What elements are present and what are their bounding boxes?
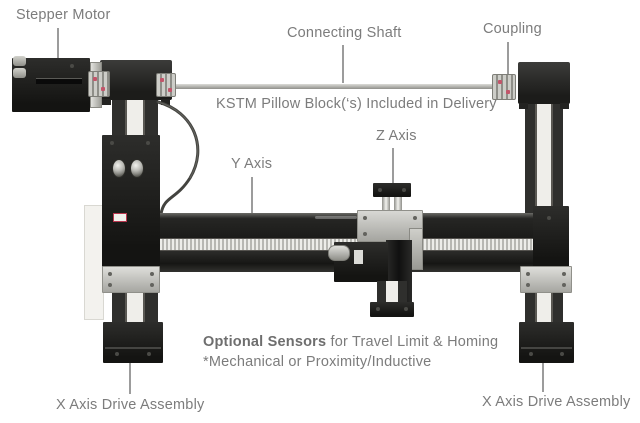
x-axis-drive-left-label: X Axis Drive Assembly — [56, 397, 205, 413]
adapter-plate-right — [520, 266, 572, 293]
coupling-right-shaft — [492, 74, 516, 100]
optional-sensors-line2: *Mechanical or Proximity/Inductive — [203, 354, 432, 370]
optional-sensors-line1: Optional Sensors for Travel Limit & Homi… — [203, 332, 498, 352]
x-drive-assembly-right — [519, 322, 574, 363]
optional-sensors-note: Optional Sensors for Travel Limit & Homi… — [203, 332, 498, 372]
pillow-block-right — [518, 62, 570, 109]
stepper-motor-label: Stepper Motor — [16, 7, 111, 23]
connecting-shaft-label: Connecting Shaft — [287, 25, 402, 41]
leader-coupling — [507, 42, 509, 74]
motor-connector-bottom — [13, 68, 26, 78]
z-axis-rod-left — [382, 197, 390, 214]
coupling-left-shaft — [156, 73, 176, 97]
z-axis-foot-plate — [370, 302, 414, 317]
leader-z-axis — [392, 148, 394, 183]
z-axis-top-plate — [373, 183, 411, 197]
leader-x-drive-left — [129, 363, 131, 394]
left-side-plate — [84, 205, 104, 320]
x-drive-assembly-left — [103, 322, 163, 363]
leader-y-axis — [251, 177, 253, 213]
stepper-motor-part — [12, 58, 90, 112]
z-axis-rod-right — [394, 197, 402, 214]
pillow-block-note-label: KSTM Pillow Block(‘s) Included in Delive… — [216, 96, 497, 112]
z-axis-label: Z Axis — [376, 128, 417, 144]
y-axis-label: Y Axis — [231, 156, 273, 172]
z-axis-motor-block — [328, 242, 388, 282]
leader-stepper-motor — [57, 28, 59, 58]
leader-x-drive-right — [542, 363, 544, 392]
coupling-motor-side — [88, 71, 110, 97]
y-beam-end-block-right — [533, 206, 569, 268]
motor-connector-top — [13, 56, 26, 66]
leader-connecting-shaft — [342, 45, 344, 83]
optional-sensors-bold: Optional Sensors — [203, 334, 327, 350]
x-axis-drive-right-label: X Axis Drive Assembly — [482, 394, 631, 410]
optional-sensors-rest: for Travel Limit & Homing — [326, 334, 499, 350]
z-axis-lower-rail — [377, 281, 407, 304]
connecting-shaft-part — [168, 84, 498, 89]
y-drive-housing-left — [102, 135, 160, 267]
coupling-label: Coupling — [483, 21, 542, 37]
adapter-plate-left — [102, 266, 160, 293]
